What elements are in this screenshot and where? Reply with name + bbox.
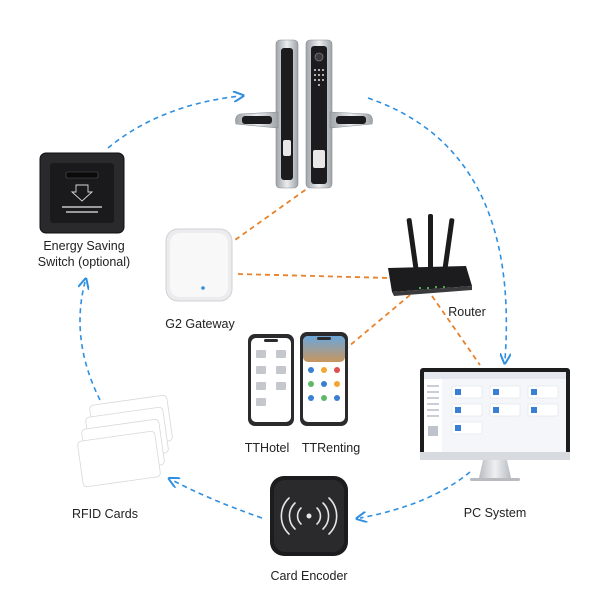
link-router-apps — [341, 294, 411, 353]
pc-monitor — [420, 368, 570, 481]
phone-ttrenting — [300, 332, 348, 426]
arrow-encoder-to-cards — [172, 480, 263, 519]
app-icons — [308, 367, 340, 401]
router-label: Router — [448, 305, 486, 319]
phone-tthotel — [248, 334, 294, 426]
arrow-switch-to-lock — [107, 96, 240, 149]
screen-tiles — [451, 385, 559, 435]
g2-gateway — [165, 228, 233, 302]
arrow-lock-to-pc — [367, 97, 506, 360]
network-links — [227, 177, 481, 366]
rfid-cards — [77, 394, 173, 488]
ttrenting-label: TTRenting — [301, 441, 361, 455]
energy-saving-switch — [39, 152, 125, 234]
nfc-icon — [280, 497, 338, 535]
card-encoder-label: Card Encoder — [270, 569, 348, 583]
arrow-cards-to-switch — [80, 282, 101, 401]
link-gateway-router — [237, 273, 391, 279]
energy-switch-label-line2: Switch (optional) — [37, 255, 131, 269]
status-led-icon — [201, 286, 205, 290]
rfid-cards-label: RFID Cards — [72, 507, 138, 521]
pc-system-label: PC System — [463, 506, 527, 520]
link-gateway-lock — [227, 177, 323, 246]
energy-switch-label-line1: Energy Saving — [43, 239, 125, 253]
tthotel-label: TTHotel — [244, 441, 290, 455]
arrow-down-icon — [70, 184, 94, 202]
gateway-label: G2 Gateway — [165, 317, 235, 331]
router — [388, 214, 472, 296]
card-encoder — [270, 476, 348, 556]
cycle-arrows — [80, 96, 506, 518]
arrow-pc-to-encoder — [360, 471, 471, 518]
smart-door-lock — [235, 39, 373, 189]
keypad-icon — [314, 69, 324, 86]
